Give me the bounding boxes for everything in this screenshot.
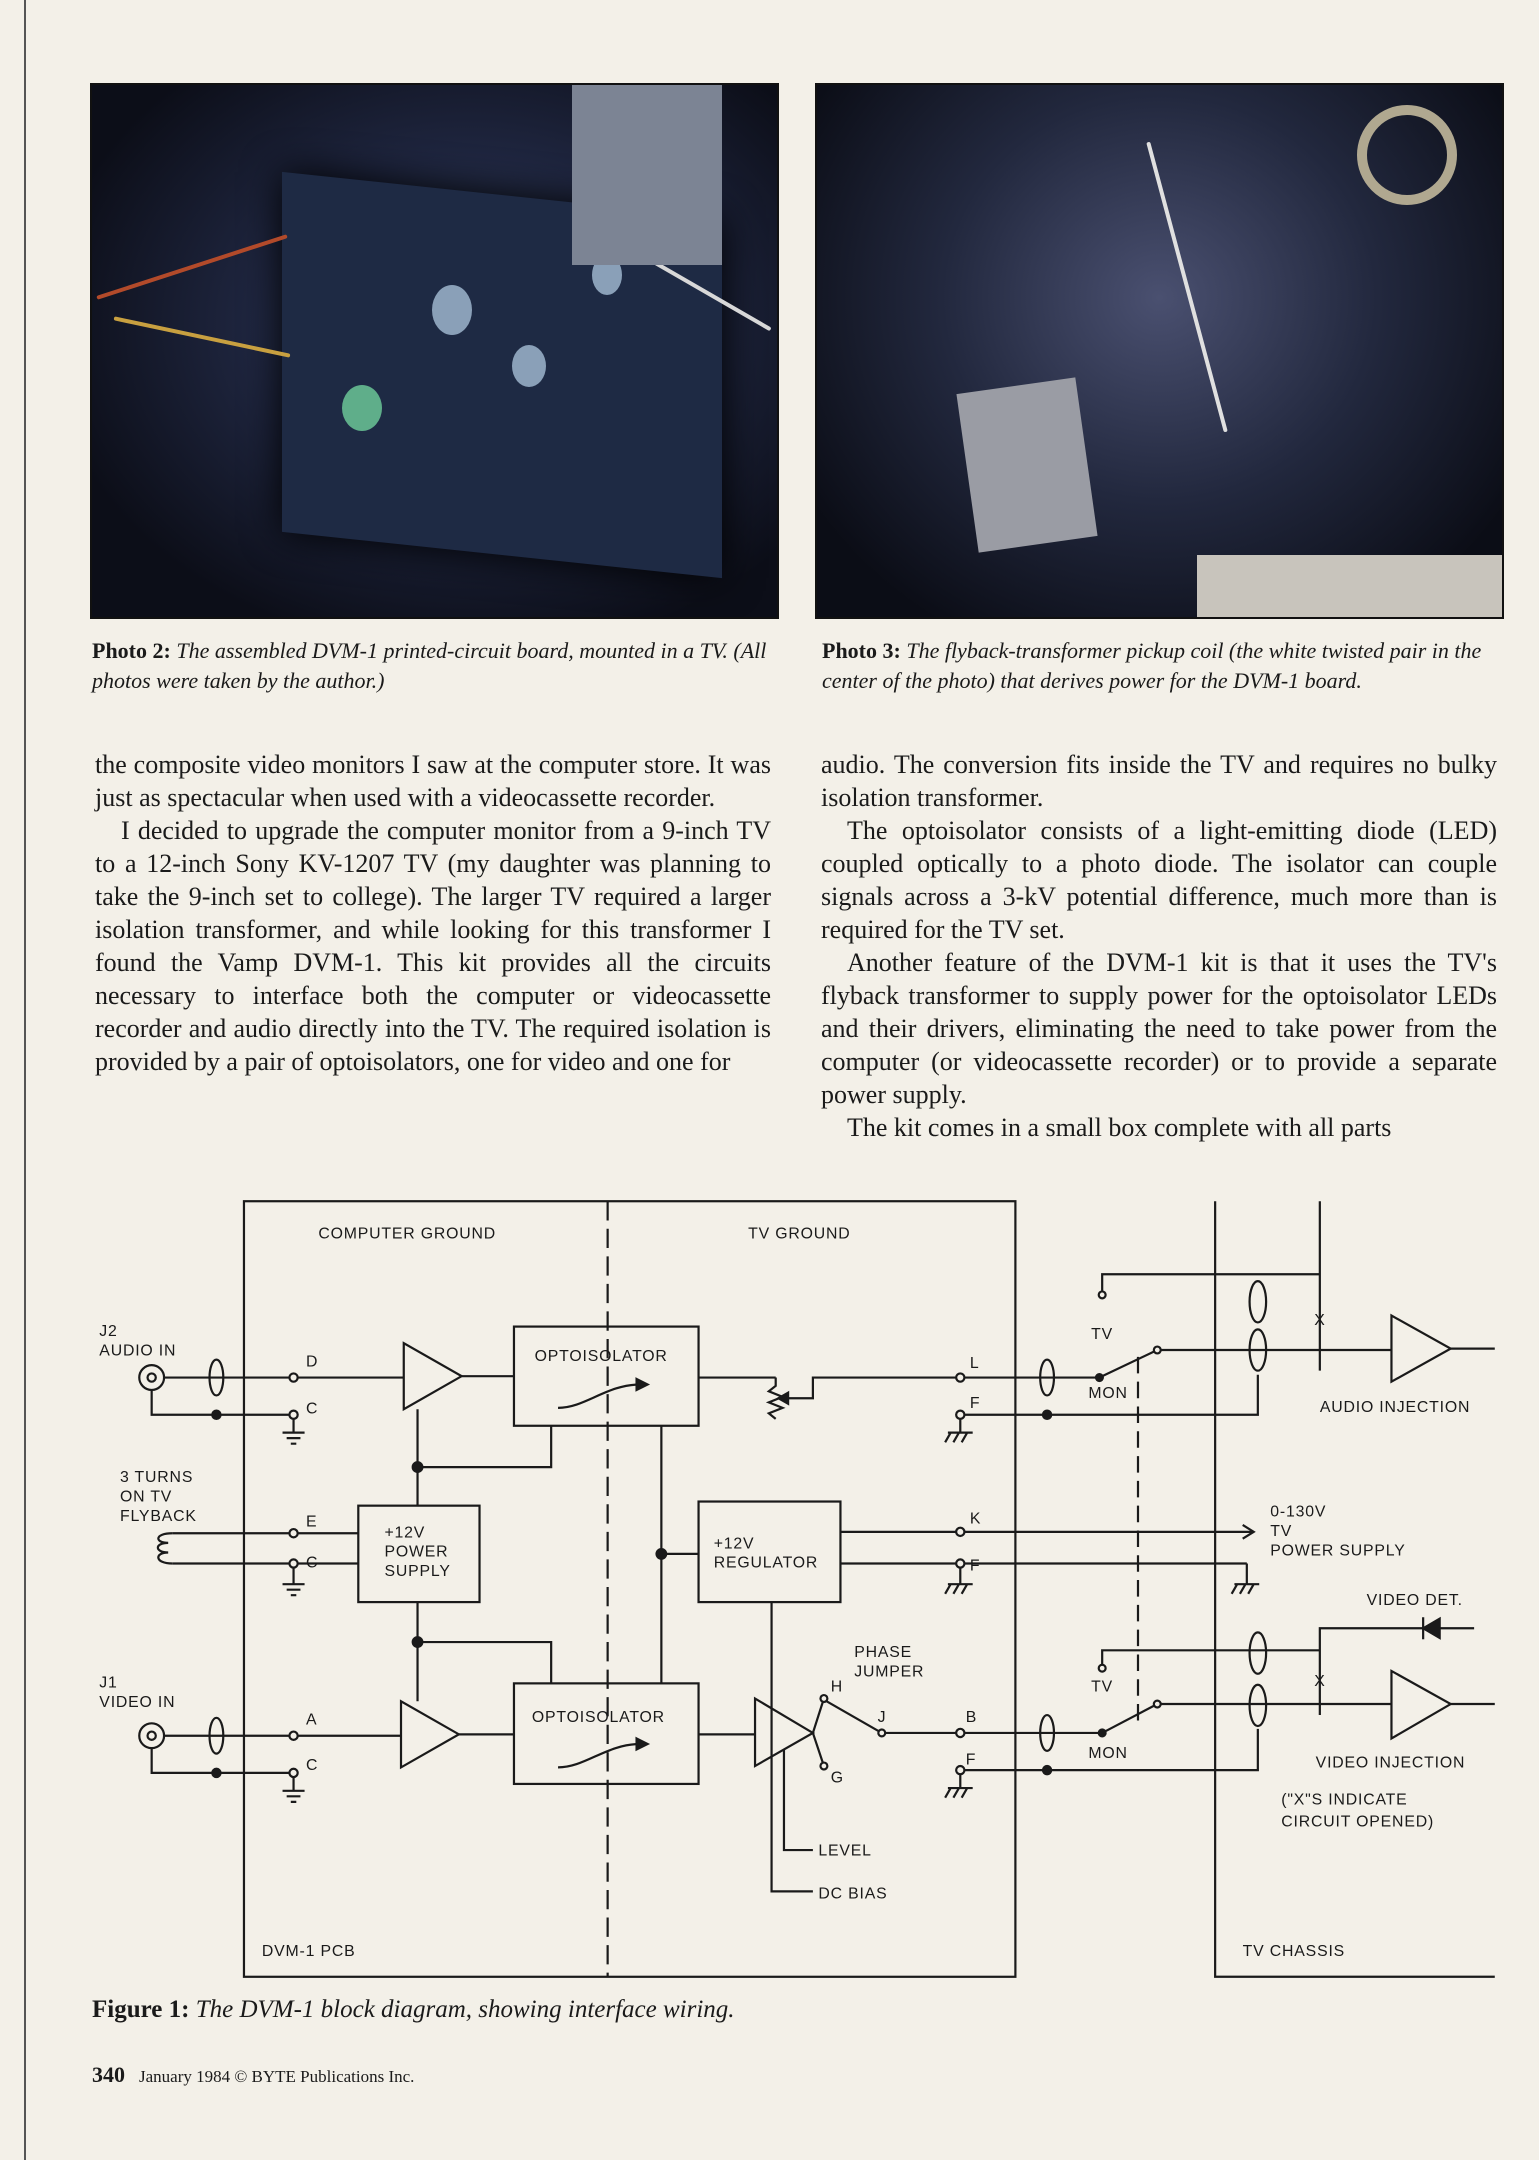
label-phase-jumper: PHASE xyxy=(854,1644,912,1661)
publication-info: January 1984 © BYTE Publications Inc. xyxy=(139,2067,415,2086)
label-flyback: FLYBACK xyxy=(120,1508,197,1525)
level-potentiometer xyxy=(765,1377,786,1420)
power-supply-block xyxy=(357,1504,481,1604)
label-x: X xyxy=(1314,1312,1325,1329)
label-x: X xyxy=(1314,1673,1325,1690)
terminal-c: C xyxy=(306,1555,318,1572)
label-supply: 0-130V xyxy=(1270,1504,1326,1521)
photo-3-flyback-coil xyxy=(815,83,1504,619)
body-column-right: audio. The conversion fits inside the TV… xyxy=(821,748,1497,1144)
body-column-left: the composite video monitors I saw at th… xyxy=(95,748,771,1078)
label-phase-jumper: JUMPER xyxy=(854,1663,924,1680)
label-level: LEVEL xyxy=(818,1843,871,1860)
label-tv-chassis: TV CHASSIS xyxy=(1243,1943,1345,1960)
video-optoisolator xyxy=(512,1682,700,1786)
label-tv: TV xyxy=(1091,1326,1113,1343)
label-audio-in: AUDIO IN xyxy=(99,1343,176,1360)
paragraph: audio. The conversion fits inside the TV… xyxy=(821,750,1497,812)
caption-text: The flyback-transformer pickup coil (the… xyxy=(822,638,1482,693)
paragraph: The optoisolator consists of a light-emi… xyxy=(821,816,1497,944)
audio-amplifier xyxy=(402,1341,464,1412)
figure-caption-text: The DVM-1 block diagram, showing interfa… xyxy=(195,1996,735,2023)
label-tv: TV xyxy=(1091,1679,1113,1696)
label-regulator: REGULATOR xyxy=(714,1555,818,1572)
page-footer: 340 January 1984 © BYTE Publications Inc. xyxy=(92,2062,414,2088)
label-power-supply: +12V xyxy=(384,1524,425,1541)
paragraph: the composite video monitors I saw at th… xyxy=(95,750,771,812)
label-j1: J1 xyxy=(99,1675,117,1692)
label-power-supply: POWER xyxy=(384,1544,448,1561)
label-note: CIRCUIT OPENED) xyxy=(1281,1814,1434,1831)
label-note: ("X"S INDICATE xyxy=(1281,1792,1407,1809)
photo-3-caption: Photo 3: The flyback-transformer pickup … xyxy=(822,636,1507,696)
label-optoisolator: OPTOISOLATOR xyxy=(532,1709,665,1726)
label-video-in: VIDEO IN xyxy=(99,1694,175,1711)
label-supply: TV xyxy=(1270,1523,1292,1540)
terminal-c: C xyxy=(306,1757,318,1774)
terminal-f: F xyxy=(966,1752,977,1769)
label-computer-ground: COMPUTER GROUND xyxy=(318,1225,496,1242)
caption-label: Photo 3: xyxy=(822,638,901,663)
label-tv-ground: TV GROUND xyxy=(748,1225,850,1242)
terminal-g: G xyxy=(831,1770,844,1787)
label-dc-bias: DC BIAS xyxy=(818,1885,887,1902)
label-mon: MON xyxy=(1088,1385,1127,1402)
caption-label: Photo 2: xyxy=(92,638,171,663)
label-pcb: DVM-1 PCB xyxy=(262,1943,356,1960)
tv-chassis-outline xyxy=(1214,1201,1495,1978)
label-regulator: +12V xyxy=(714,1535,755,1552)
paragraph: The kit comes in a small box complete wi… xyxy=(847,1113,1392,1142)
regulator-block xyxy=(697,1500,842,1604)
terminal-j: J xyxy=(878,1709,887,1726)
label-power-supply: SUPPLY xyxy=(384,1563,450,1580)
audio-optoisolator xyxy=(512,1325,700,1427)
terminal-d: D xyxy=(306,1354,318,1371)
label-optoisolator: OPTOISOLATOR xyxy=(535,1348,668,1365)
video-injection-amplifier xyxy=(1390,1669,1453,1741)
terminal-f: F xyxy=(970,1395,981,1412)
label-flyback: 3 TURNS xyxy=(120,1469,193,1486)
terminal-b: B xyxy=(966,1709,977,1726)
caption-text: The assembled DVM-1 printed-circuit boar… xyxy=(92,638,767,693)
page-edge-line xyxy=(24,0,26,2160)
phase-jumper xyxy=(826,1700,883,1734)
paragraph: I decided to upgrade the computer monito… xyxy=(95,816,771,1076)
terminal-l: L xyxy=(970,1355,980,1372)
label-flyback: ON TV xyxy=(120,1489,172,1506)
terminal-f: F xyxy=(970,1557,981,1574)
page-number: 340 xyxy=(92,2062,125,2087)
audio-injection-amplifier xyxy=(1390,1313,1453,1384)
video-amplifier xyxy=(399,1699,462,1770)
figure-label: Figure 1: xyxy=(92,1996,190,2023)
paragraph: Another feature of the DVM-1 kit is that… xyxy=(821,948,1497,1109)
video-detector-diode xyxy=(1420,1616,1441,1640)
photo-2-caption: Photo 2: The assembled DVM-1 printed-cir… xyxy=(92,636,777,696)
figure-caption: Figure 1: The DVM-1 block diagram, showi… xyxy=(92,1996,735,2024)
label-video-injection: VIDEO INJECTION xyxy=(1316,1754,1466,1771)
label-supply: POWER SUPPLY xyxy=(1270,1542,1405,1559)
label-mon: MON xyxy=(1088,1745,1127,1762)
terminal-k: K xyxy=(970,1511,981,1528)
label-audio-injection: AUDIO INJECTION xyxy=(1320,1399,1470,1416)
terminal-e: E xyxy=(306,1513,317,1530)
terminal-a: A xyxy=(306,1712,317,1729)
flyback-coil-icon xyxy=(156,1532,173,1565)
photo-2-circuit-board xyxy=(90,83,779,619)
label-video-det: VIDEO DET. xyxy=(1367,1592,1463,1609)
terminal-c: C xyxy=(306,1400,318,1417)
label-j2: J2 xyxy=(99,1323,117,1340)
pcb-outline xyxy=(242,1200,1017,1978)
terminal-h: H xyxy=(831,1679,843,1696)
